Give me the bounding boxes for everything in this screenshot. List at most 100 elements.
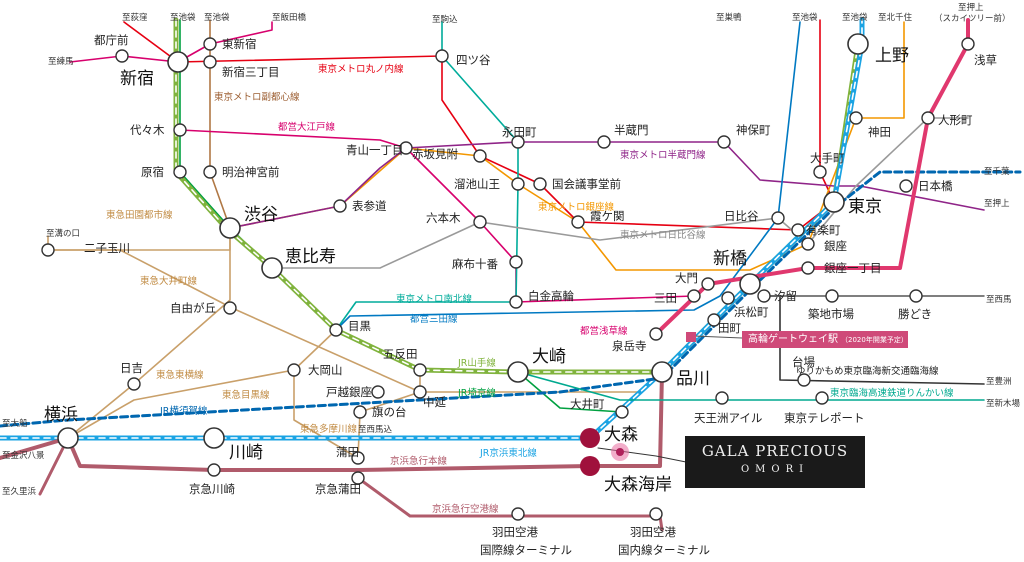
station-label: 浅草 — [974, 53, 997, 67]
station-label: 六本木 — [426, 211, 461, 225]
station-marker — [203, 37, 217, 51]
line-name-label: 都営浅草線 — [580, 325, 628, 337]
station-marker — [413, 363, 427, 377]
terminus-label: 至押上 — [958, 2, 984, 13]
station-label: 原宿 — [141, 165, 164, 179]
major-station-label: 大崎 — [532, 347, 566, 367]
station-label: 麻布十番 — [452, 257, 498, 271]
major-station-marker — [57, 427, 79, 449]
terminus-label: 至練馬 — [48, 56, 74, 67]
station-marker — [173, 123, 187, 137]
line-name-label: JR京浜東北線 — [479, 447, 537, 459]
line-name-label: 東京メトロ銀座線 — [538, 201, 615, 213]
station-label: 白金高輪 — [528, 289, 574, 303]
station-marker — [571, 215, 585, 229]
station-label: 汐留 — [774, 289, 797, 303]
station-label: 東京テレポート — [784, 411, 865, 425]
line-name-label: 都営三田線 — [410, 313, 458, 325]
minor-stations: 都庁前東新宿新宿三丁目四ツ谷代々木原宿明治神宮前青山一丁目赤坂見附永田町半蔵門神… — [41, 33, 997, 496]
oedo-line — [69, 21, 273, 63]
major-station-label: 東京 — [848, 197, 882, 217]
station-label: 大井町 — [570, 397, 605, 411]
station-label: 銀座 — [824, 239, 847, 253]
station-marker — [203, 55, 217, 69]
terminus-label: 至溝の口 — [46, 228, 80, 239]
marunouchi-line — [123, 19, 835, 231]
station-marker — [287, 363, 301, 377]
rinkai-line — [517, 371, 985, 401]
station-marker — [115, 49, 129, 63]
major-station-marker — [507, 361, 529, 383]
terminus-label: 至池袋 — [204, 12, 230, 23]
terminus-label: 至押上 — [984, 198, 1010, 209]
terminus-label: 至新木場 — [986, 398, 1021, 409]
ginza-line — [229, 21, 905, 271]
terminus-label: 至西馬込 — [358, 424, 393, 435]
line-name-label: 東京臨海高速鉄道りんかい線 — [830, 387, 954, 399]
station-marker — [849, 111, 863, 125]
station-marker — [715, 391, 729, 405]
tokyu-toyoko-line — [67, 227, 231, 439]
station-marker — [413, 385, 427, 399]
takanawa-name: 高輪ゲートウェイ駅 — [748, 334, 838, 345]
line-name-label: 東京メトロ副都心線 — [214, 91, 300, 103]
station-label: 青山一丁目 — [346, 143, 404, 157]
keihin-tohoku-line-dash — [0, 19, 863, 439]
airport-station-marker — [649, 507, 663, 521]
omori-kaigan-highlight-marker — [580, 456, 600, 476]
station-label: 浜松町 — [734, 305, 769, 319]
yokosuka-line — [0, 170, 1022, 428]
station-marker — [909, 289, 923, 303]
station-label: 大岡山 — [308, 363, 343, 377]
major-station-marker — [167, 51, 189, 73]
station-label: 東新宿 — [222, 37, 257, 51]
line-labels: 東京メトロ丸ノ内線東京メトロ副都心線都営大江戸線東京メトロ半蔵門線東京メトロ銀座… — [106, 63, 954, 515]
major-station-label: 横浜 — [44, 405, 78, 425]
station-marker — [41, 243, 55, 257]
terminus-label: 至池袋 — [170, 12, 196, 23]
station-marker — [223, 301, 237, 315]
station-marker — [511, 177, 525, 191]
station-label: 新宿三丁目 — [222, 65, 280, 79]
station-marker — [435, 49, 449, 63]
promo-subtitle: OMORI — [740, 464, 810, 475]
keikyu-airport-line — [356, 476, 664, 532]
station-marker — [771, 211, 785, 225]
line-name-label: 東京メトロ丸ノ内線 — [318, 63, 404, 75]
station-label: 大手町 — [810, 151, 845, 165]
station-label: 代々木 — [130, 123, 165, 137]
terminus-label: 至荻窪 — [122, 12, 148, 23]
station-marker — [797, 373, 811, 387]
major-station-label: 品川 — [676, 369, 710, 389]
major-station-marker — [823, 191, 845, 213]
major-station-marker — [651, 361, 673, 383]
station-marker — [351, 471, 365, 485]
major-station-label: 大森海岸 — [604, 475, 672, 495]
station-label: 戸越銀座 — [326, 385, 372, 399]
major-station-marker — [219, 217, 241, 239]
station-label: 赤坂見附 — [412, 147, 458, 161]
station-label: 人形町 — [938, 113, 973, 127]
property-promo-box: GALA PRECIOUS OMORI — [685, 436, 865, 488]
station-label: 築地市場 — [808, 307, 854, 321]
airport-label-line1: 羽田空港 — [492, 525, 538, 539]
line-name-label: 東急田園都市線 — [106, 209, 173, 221]
station-marker — [597, 135, 611, 149]
station-label: 蒲田 — [336, 445, 359, 459]
station-marker — [399, 141, 413, 155]
hanzomon-line — [229, 141, 985, 229]
station-label: 溜池山王 — [454, 177, 500, 191]
station-marker — [615, 405, 629, 419]
station-label: 五反田 — [383, 347, 418, 361]
terminus-label: 至飯田橋 — [272, 12, 307, 23]
major-station-label: 渋谷 — [244, 205, 278, 225]
airport-label-line1: 羽田空港 — [630, 525, 676, 539]
line-name-label: 東京メトロ日比谷線 — [620, 229, 706, 241]
station-label: 半蔵門 — [614, 123, 649, 137]
line-name-label: 東京メトロ半蔵門線 — [620, 149, 706, 161]
station-marker — [707, 313, 721, 327]
station-label: 旗の台 — [372, 405, 407, 419]
major-station-label: 大森 — [604, 425, 638, 445]
station-label: 日本橋 — [918, 179, 953, 193]
